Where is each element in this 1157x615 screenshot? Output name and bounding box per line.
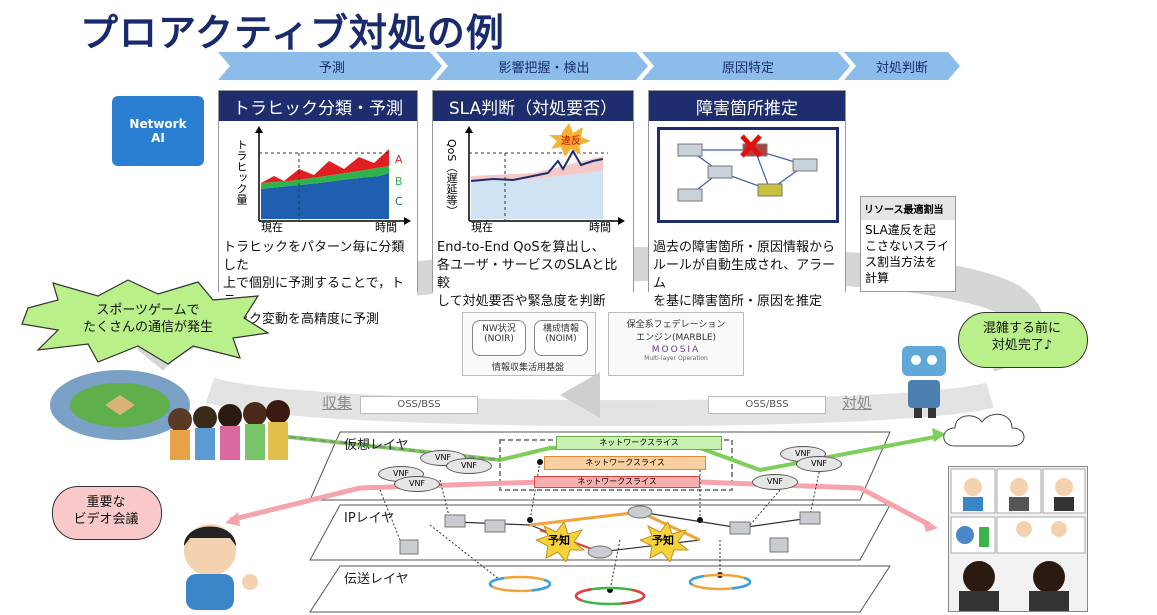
config-db: 構成情報 (NOIM)	[534, 320, 588, 356]
cloud-icon	[943, 413, 1025, 447]
sports-bubble-text: スポーツゲームで たくさんの通信が発生	[82, 303, 213, 335]
transport-layer-label: 伝送レイヤ	[344, 572, 409, 587]
oss-bss-left: OSS/BSS	[360, 396, 478, 414]
nw-status-db: NW状況 (NOIR)	[472, 320, 526, 356]
virtual-layer-label: 仮想レイヤ	[344, 438, 409, 453]
network-slice-red: ネットワークスライス	[534, 476, 700, 488]
y-axis-label: トラヒック量	[235, 139, 248, 205]
panel-description: トラヒックをパターン毎に分類した 上で個別に予測することで，トラ ヒック変動を高…	[219, 237, 417, 331]
phase-chevron-2	[436, 52, 648, 80]
vnf-node: VNF	[394, 476, 440, 492]
moosia-logo: MOOSIA	[651, 345, 701, 355]
predict-label-right: 予知	[652, 534, 674, 547]
x-now-label: 現在	[471, 221, 493, 234]
predict-burst-right	[640, 522, 690, 562]
network-ai-icon: Network AI	[112, 96, 204, 166]
violation-label: 違反	[561, 134, 581, 147]
robot-icon	[902, 346, 946, 418]
fault-diagram	[657, 127, 839, 223]
panel-title: リソース最適割当	[861, 197, 955, 220]
violation-burst	[549, 123, 591, 157]
panel-title: 障害箇所推定	[649, 91, 845, 121]
cycle-arrow-head	[560, 372, 600, 418]
phase-chevron-4	[844, 52, 960, 80]
maint-engine-box: 保全系フェデレーション エンジン(MARBLE) MOOSIA Multi-la…	[608, 312, 744, 376]
video-bubble	[52, 486, 162, 540]
phase-label-2: 影響把握・検出	[498, 60, 590, 76]
act-label: 対処	[842, 394, 873, 412]
crowd-icon	[168, 400, 290, 460]
predict-label-left: 予知	[548, 534, 570, 547]
video-bubble-text: 重要な ビデオ会議	[73, 495, 139, 527]
info-platform-label: 情報収集活用基盤	[491, 363, 564, 373]
panel-title: トラヒック分類・予測	[219, 91, 417, 121]
network-slice-orange: ネットワークスライス	[544, 456, 706, 470]
oss-bss-right: OSS/BSS	[708, 396, 826, 414]
sports-bubble	[21, 279, 270, 365]
page-title: プロアクティブ対処の例	[80, 11, 505, 55]
vnf-node: VNF	[796, 456, 842, 472]
x-now-label: 現在	[261, 221, 283, 234]
panel-sla-judgement: SLA判断（対処要否） 違反 QoS（遅延等） 現在 時間 End-to-End…	[432, 90, 634, 313]
panel-description: SLA違反を起 こさないスライ ス割当方法を 計算	[865, 223, 950, 285]
x-time-label: 時間	[375, 221, 397, 234]
person-headset-icon	[184, 524, 258, 610]
series-label-b: B	[395, 175, 403, 188]
qos-chart: 違反	[465, 123, 625, 225]
phase-label-3: 原因特定	[721, 60, 774, 76]
done-bubble	[958, 312, 1088, 368]
ip-layer-label: IPレイヤ	[344, 511, 395, 526]
panel-resource-allocation: リソース最適割当 SLA違反を起 こさないスライ ス割当方法を 計算	[860, 196, 956, 292]
phase-chevron-3	[642, 52, 850, 80]
vnf-node: VNF	[752, 474, 798, 490]
done-bubble-text: 混雑する前に 対処完了♪	[982, 321, 1061, 353]
video-conference-illustration	[948, 466, 1088, 612]
predict-burst-left	[536, 522, 586, 562]
panel-traffic-prediction: トラヒック分類・予測 A B C トラヒック量 現在 時間 トラヒックをパターン…	[218, 90, 418, 331]
y-axis-label: QoS（遅延等）	[445, 139, 458, 217]
x-time-label: 時間	[589, 221, 611, 234]
stadium-illustration	[50, 370, 290, 460]
panel-fault-location: 障害箇所推定 過去の障害箇所・原因情報から ルールが自動生成され、アラー	[648, 90, 846, 313]
series-label-c: C	[395, 195, 403, 208]
vnf-node: VNF	[446, 458, 492, 474]
series-label-a: A	[395, 153, 403, 166]
phase-label-4: 対処判断	[875, 60, 928, 76]
network-slice-green: ネットワークスライス	[556, 436, 722, 450]
panel-description: 過去の障害箇所・原因情報から ルールが自動生成され、アラーム を基に障害箇所・原…	[649, 237, 845, 313]
collect-label: 収集	[322, 394, 353, 412]
panel-title: SLA判断（対処要否）	[433, 91, 633, 121]
phase-label-1: 予測	[318, 60, 345, 76]
phase-chevron-1	[218, 52, 442, 80]
error-x-icon	[740, 134, 762, 158]
traffic-chart: A B C	[255, 126, 411, 225]
panel-description: End-to-End QoSを算出し、 各ユーザ・サービスのSLAと比較 して対…	[433, 237, 633, 313]
